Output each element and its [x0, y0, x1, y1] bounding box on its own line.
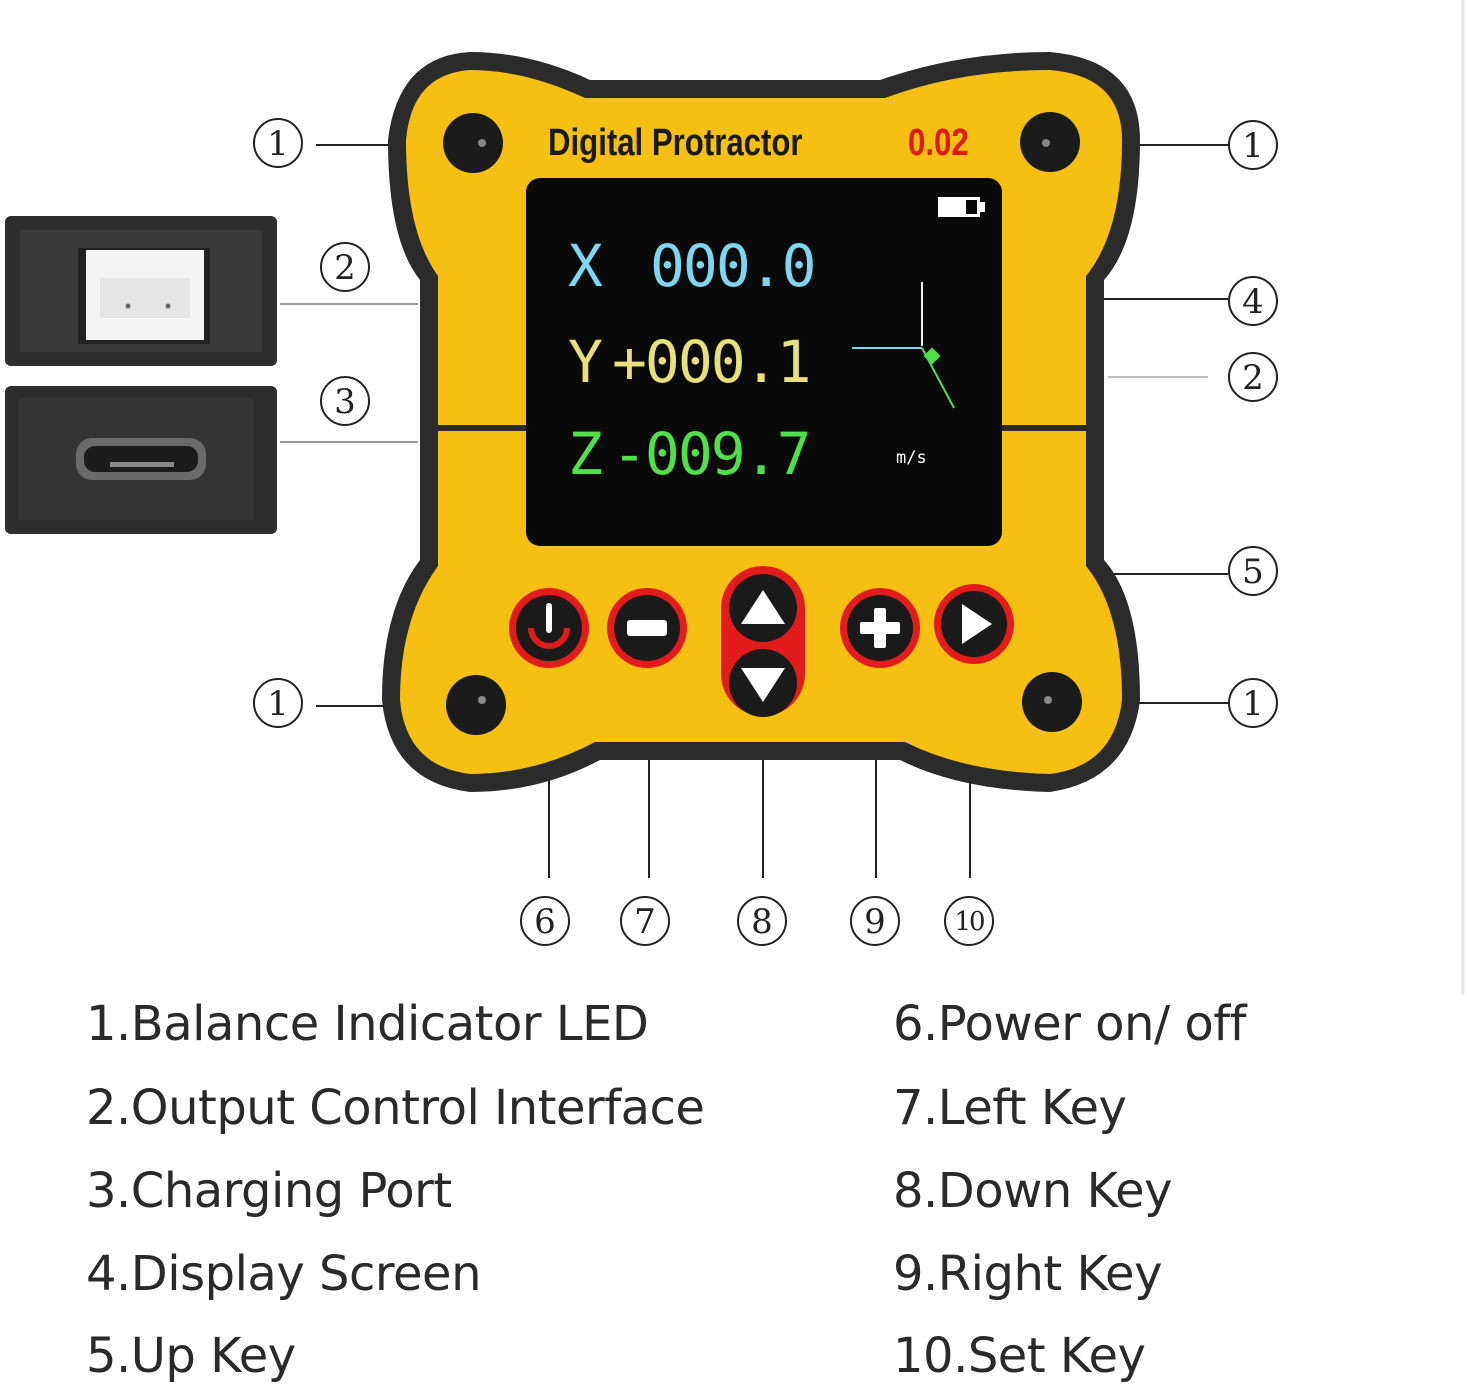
device-version: 0.02 [908, 122, 969, 164]
balance-led-bottom-right [1022, 672, 1082, 732]
down-key-button[interactable] [729, 649, 797, 717]
z-axis-label: Z [568, 420, 603, 488]
callout-8: 8 [737, 896, 787, 946]
legend-item-2: 2.Output Control Interface [86, 1080, 705, 1136]
callout-2-right: 2 [1228, 352, 1278, 402]
device-title: Digital Protractor [548, 122, 803, 164]
callout-1-top-right: 1 [1228, 120, 1278, 170]
legend-item-3: 3.Charging Port [86, 1163, 452, 1219]
callout-6: 6 [520, 896, 570, 946]
callout-9: 9 [850, 896, 900, 946]
legend-item-6: 6.Power on/ off [893, 996, 1247, 1052]
x-axis-label: X [568, 232, 603, 300]
balance-led-bottom-left [446, 675, 506, 735]
legend-item-8: 8.Down Key [893, 1163, 1173, 1219]
minus-icon [627, 620, 667, 636]
unit-label: m/s [896, 448, 927, 468]
display-screen [526, 178, 1002, 546]
x-axis-value: 000.0 [650, 232, 817, 300]
legend-item-10: 10.Set Key [893, 1328, 1146, 1384]
battery-icon [938, 197, 985, 217]
callout-4: 4 [1228, 276, 1278, 326]
callout-10: 10 [944, 896, 994, 946]
right-key-button[interactable] [840, 588, 920, 668]
play-icon [962, 604, 992, 644]
orientation-graphic [852, 282, 955, 409]
callout-5: 5 [1228, 546, 1278, 596]
plus-icon [860, 608, 900, 648]
callout-2-left: 2 [320, 242, 370, 292]
balance-led-top-left [443, 113, 503, 173]
output-port-inset [5, 216, 277, 366]
callout-7: 7 [620, 896, 670, 946]
balance-led-top-right [1020, 112, 1080, 172]
y-axis-value: +000.1 [612, 328, 812, 396]
power-icon [528, 627, 570, 649]
left-key-button[interactable] [607, 588, 687, 668]
up-arrow-icon [741, 590, 785, 624]
charging-port-inset [5, 386, 277, 534]
set-key-button[interactable] [934, 584, 1014, 664]
legend-item-9: 9.Right Key [893, 1246, 1162, 1302]
z-axis-value: -009.7 [612, 420, 812, 488]
legend-item-7: 7.Left Key [893, 1080, 1127, 1136]
legend-item-5: 5.Up Key [86, 1328, 296, 1384]
down-arrow-icon [741, 668, 785, 702]
callout-1-top-left: 1 [253, 118, 303, 168]
legend-item-4: 4.Display Screen [86, 1246, 482, 1302]
y-axis-label: Y [568, 328, 603, 396]
callout-1-bottom-right: 1 [1228, 678, 1278, 728]
callout-3: 3 [320, 376, 370, 426]
callout-1-bottom-left: 1 [253, 678, 303, 728]
power-button[interactable] [509, 588, 589, 668]
legend-item-1: 1.Balance Indicator LED [86, 996, 649, 1052]
